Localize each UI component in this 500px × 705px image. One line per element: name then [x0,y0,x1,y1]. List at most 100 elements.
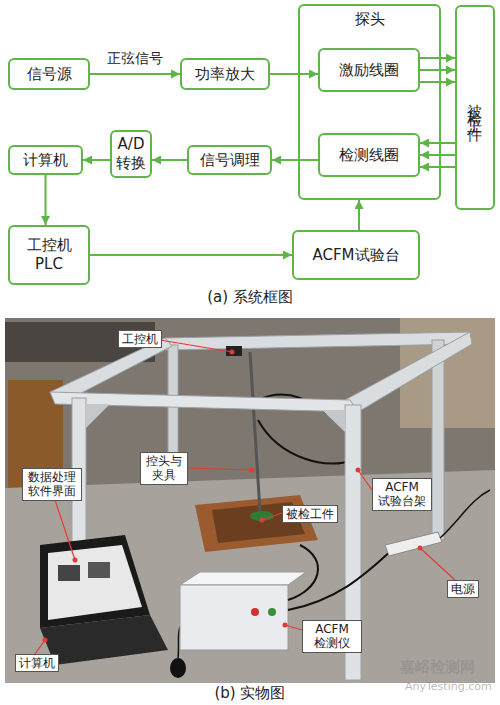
flow-arrow [90,74,180,75]
flow-arrow [270,74,318,75]
arrow-line [90,254,292,256]
process-box: 计算机 [8,145,83,175]
frame-leg [432,340,444,540]
coil-box: 检测线圈 [318,133,420,177]
leader-dot [250,468,255,473]
flow-arrow [90,255,292,256]
node-text: 计算机 [23,151,68,170]
leader-dot [230,350,235,355]
frame-leg [345,405,361,680]
arrow-line [420,69,455,71]
flow-arrow [83,160,110,161]
leader-line [420,548,455,580]
arrow-line [90,73,180,75]
mouse [170,658,186,678]
node-text: 被检工件 [466,92,485,124]
laptop-display [48,545,142,620]
watermark: AnyTesting.com [405,680,492,693]
workpiece-base [195,495,318,552]
node-text: ACFM试验台 [312,246,399,265]
flow-arrow [359,200,360,230]
edge-label: 正弦信号 [107,50,163,68]
node-text: 功率放大 [195,65,255,84]
arrow-line [83,159,110,161]
node-text: 激励线圈 [339,61,399,80]
flow-arrow [45,175,46,225]
process-box: A/D 转换 [110,130,152,178]
arrow-line [152,159,187,161]
callout-label: ACFM 试验台架 [372,478,432,511]
connectors [46,58,456,255]
process-box: 功率放大 [180,58,270,90]
frame-beam [345,332,472,412]
frame-leg [168,345,178,485]
node-text: 检测线圈 [339,146,399,165]
leader-line [186,468,252,470]
leader-dot [356,468,361,473]
screen-image [58,565,80,581]
indicator [268,608,276,616]
arrow-line [272,159,318,161]
arrow-line [420,57,455,59]
callout-label: 控头与 夹具 [140,452,188,485]
cable [288,545,318,600]
arrow-line [420,154,455,156]
probe-rod [250,352,260,512]
arrow-line [270,73,318,75]
leader-line [160,340,232,352]
laptop-screen [40,535,150,628]
cable [288,550,392,610]
callout-label: 被检工件 [282,505,338,523]
coil-box: 激励线圈 [318,48,420,92]
node-text: A/D 转换 [112,135,150,173]
leader-line [358,470,372,490]
process-box: 工控机 PLC [8,225,90,285]
leader-line [35,640,45,654]
leader-dot [260,518,265,523]
group-box: 探头激励线圈检测线圈 [298,4,441,200]
process-box: ACFM试验台 [292,230,420,280]
indicator [251,608,259,616]
instrument-top [180,572,306,585]
photo-background [5,318,495,683]
corner-bracket [322,410,345,432]
flow-arrow [152,160,187,161]
leader-dot [418,546,423,551]
node-text: 探头 [355,10,385,29]
leader-dot [283,623,288,628]
leader-dot [43,638,48,643]
power-strip [385,532,442,556]
figure-caption: (b) 实物图 [215,684,286,702]
cable [258,420,352,464]
figure-caption: (a) 系统框图 [207,288,293,306]
laptop-base [40,615,168,665]
workpiece-box: 被检工件 [455,5,495,210]
screen-image [88,562,110,578]
process-box: 信号调理 [187,145,272,175]
node-text: 工控机 PLC [24,236,74,274]
leader-dot [73,558,78,563]
frame-beam [165,332,470,350]
node-text: 信号源 [27,65,72,84]
arrow-line [420,142,455,144]
instrument-box [180,585,288,650]
cable [440,490,490,538]
flow-arrow [420,143,455,167]
leader-lines [35,340,455,654]
watermark: 嘉峪检测网 [400,658,475,676]
callout-label: ACFM 检测仪 [302,620,362,653]
leader-line [262,513,282,520]
leader-dots [43,350,423,643]
flow-arrow [420,58,455,82]
corner-bracket [86,404,110,428]
arrow-line [420,81,455,83]
node-text: 信号调理 [200,151,260,170]
leader-line [285,625,302,630]
flow-arrow [272,160,318,161]
callout-label: 工控机 [118,330,162,348]
arrow-line [358,200,360,230]
callout-label: 数据处理 软件界面 [22,468,82,501]
